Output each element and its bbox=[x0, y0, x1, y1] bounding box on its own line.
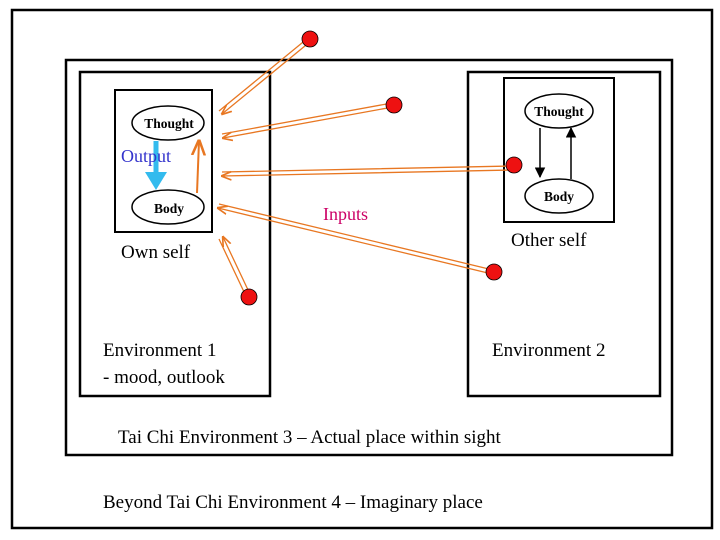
environment-2-frame bbox=[466, 70, 662, 398]
environment-1-label: Environment 1 bbox=[103, 340, 216, 361]
output-arrowhead bbox=[145, 172, 167, 190]
own-thought-node bbox=[131, 105, 205, 141]
input-source-dot-3 bbox=[505, 156, 523, 174]
output-label: Output bbox=[121, 146, 171, 166]
input-source-dot-5 bbox=[240, 288, 258, 306]
input-arrow-3 bbox=[222, 166, 513, 176]
input-arrows bbox=[218, 37, 513, 295]
other-thought-label: Thought bbox=[534, 104, 584, 119]
own-self-label: Own self bbox=[121, 242, 191, 263]
own-thought-label: Thought bbox=[144, 116, 194, 131]
environment-3-frame bbox=[64, 58, 674, 457]
environment-1-sublabel: - mood, outlook bbox=[103, 367, 225, 388]
input-arrow-5 bbox=[219, 237, 250, 295]
input-arrow-2 bbox=[222, 102, 394, 138]
environment-4-label: Beyond Tai Chi Environment 4 – Imaginary… bbox=[103, 492, 483, 513]
other-body-node bbox=[524, 178, 594, 214]
input-source-dot-4 bbox=[485, 263, 503, 281]
environment-3-label: Tai Chi Environment 3 – Actual place wit… bbox=[118, 427, 502, 448]
input-source-dot-1 bbox=[301, 30, 319, 48]
input-arrow-4 bbox=[218, 204, 494, 275]
input-source-dot-2 bbox=[385, 96, 403, 114]
environment-4-frame bbox=[10, 8, 714, 530]
other-self-label: Other self bbox=[511, 230, 587, 251]
own-body-node bbox=[131, 189, 205, 225]
environment-2-label: Environment 2 bbox=[492, 340, 605, 361]
inputs-label: Inputs bbox=[323, 204, 368, 224]
input-arrow-1 bbox=[219, 37, 312, 114]
other-body-label: Body bbox=[544, 189, 574, 204]
own-body-to-thought-arrow bbox=[197, 141, 199, 194]
own-body-label: Body bbox=[154, 201, 184, 216]
other-thought-node bbox=[524, 93, 594, 129]
environment-1-frame bbox=[78, 70, 272, 398]
